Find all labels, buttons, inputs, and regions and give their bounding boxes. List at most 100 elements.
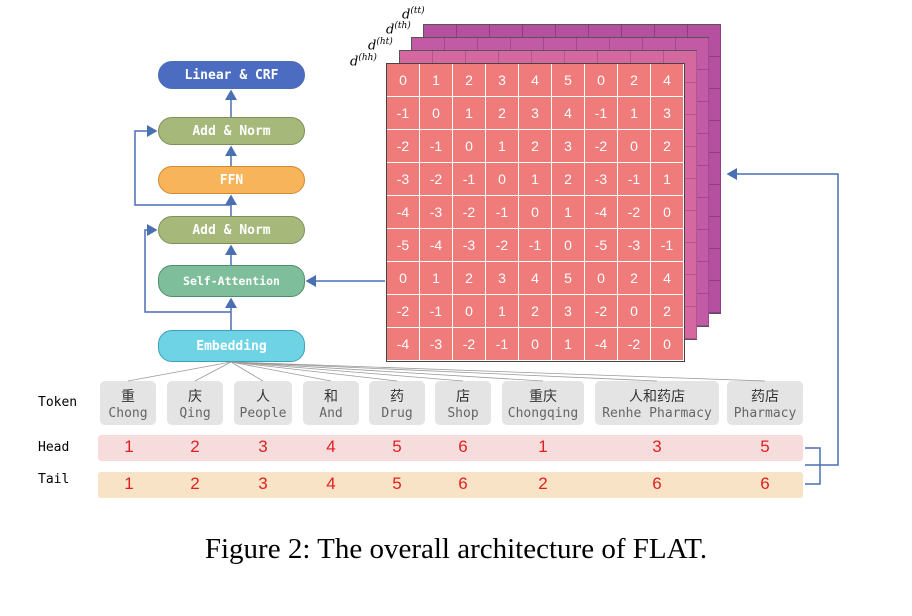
matrix-cell: -2 — [618, 328, 651, 361]
matrix-cell: 0 — [651, 196, 684, 229]
matrix-cell: 3 — [486, 64, 519, 97]
head-value: 1 — [538, 437, 548, 456]
matrix-cell: 3 — [552, 295, 585, 328]
matrix-cell: -5 — [387, 229, 420, 262]
matrix-cell: 1 — [552, 328, 585, 361]
head-bar — [98, 435, 803, 461]
matrix-cell: 3 — [651, 97, 684, 130]
matrix-cell: -1 — [387, 97, 420, 130]
matrix-cell: 3 — [552, 130, 585, 163]
head-value: 6 — [458, 437, 468, 456]
label-d-tt: d(tt) — [402, 6, 425, 23]
matrix-cell: 4 — [651, 64, 684, 97]
matrix-cell: -2 — [453, 328, 486, 361]
add-norm-bottom-block: Add & Norm — [158, 216, 305, 244]
head-value: 5 — [760, 437, 770, 456]
matrix-cell: -1 — [486, 196, 519, 229]
matrix-cell: 1 — [420, 262, 453, 295]
matrix-cell: 2 — [651, 295, 684, 328]
matrix-cell: -3 — [585, 163, 618, 196]
matrix-cell: 3 — [486, 262, 519, 295]
matrix-cell: 0 — [387, 64, 420, 97]
tail-value: 6 — [458, 474, 468, 493]
label-d-hh: d(hh) — [350, 53, 377, 70]
matrix-cell: 4 — [552, 97, 585, 130]
matrix-cell: -2 — [453, 196, 486, 229]
embedding-block: Embedding — [158, 330, 305, 362]
matrix-cell: -4 — [585, 328, 618, 361]
matrix-cell: 5 — [552, 262, 585, 295]
matrix-cell: 5 — [552, 64, 585, 97]
matrix-cell: -1 — [420, 295, 453, 328]
matrix-cell: 2 — [453, 262, 486, 295]
ffn-block: FFN — [158, 166, 305, 194]
tail-value: 6 — [760, 474, 770, 493]
head-value: 3 — [652, 437, 662, 456]
matrix-cell: -2 — [420, 163, 453, 196]
matrix-cell: -1 — [486, 328, 519, 361]
matrix-cell: -1 — [651, 229, 684, 262]
label-d-th: d(th) — [386, 21, 411, 38]
linear-crf-block: Linear & CRF — [158, 61, 305, 89]
matrix-cell: 1 — [618, 97, 651, 130]
tail-value: 6 — [652, 474, 662, 493]
matrix-cell: -5 — [585, 229, 618, 262]
residual-arrow-bottom — [144, 224, 231, 313]
add-norm-top-block: Add & Norm — [158, 117, 305, 145]
matrix-cell: 2 — [519, 130, 552, 163]
matrix-cell: -3 — [387, 163, 420, 196]
matrix-cell: -3 — [453, 229, 486, 262]
tail-value: 5 — [392, 474, 402, 493]
head-value: 2 — [190, 437, 200, 456]
matrix-cell: 0 — [585, 64, 618, 97]
matrix-cell: 2 — [618, 262, 651, 295]
residual-arrow-top — [134, 125, 231, 206]
matrix-cell: 0 — [519, 328, 552, 361]
matrix-cell: 4 — [651, 262, 684, 295]
tail-value: 3 — [258, 474, 268, 493]
matrix-cell: 1 — [519, 163, 552, 196]
bracket-head-tail — [805, 447, 821, 466]
matrix-cell: 0 — [453, 130, 486, 163]
matrix-cell: 0 — [618, 295, 651, 328]
label-d-ht: d(ht) — [368, 37, 393, 54]
matrix-cell: 0 — [453, 295, 486, 328]
matrix-cell: -2 — [585, 130, 618, 163]
matrix-cell: 0 — [552, 229, 585, 262]
matrix-cell: 2 — [453, 64, 486, 97]
tail-bar — [98, 472, 803, 498]
matrix-cell: -4 — [420, 229, 453, 262]
matrix-cell: 3 — [519, 97, 552, 130]
matrix-cell: 2 — [486, 97, 519, 130]
matrix-cell: 0 — [486, 163, 519, 196]
tail-value: 1 — [124, 474, 134, 493]
row-label-token: Token — [38, 395, 78, 410]
matrix-cell: -3 — [420, 328, 453, 361]
matrix-cell: -2 — [585, 295, 618, 328]
matrix-cell: -4 — [387, 328, 420, 361]
head-value: 4 — [326, 437, 336, 456]
row-label-head: Head — [38, 440, 70, 455]
matrix-cell: 1 — [552, 196, 585, 229]
matrix-cell: -1 — [453, 163, 486, 196]
matrix-cell: 2 — [552, 163, 585, 196]
head-value: 5 — [392, 437, 402, 456]
matrix-cell: 1 — [420, 64, 453, 97]
head-value: 3 — [258, 437, 268, 456]
matrix-cell: -3 — [618, 229, 651, 262]
self-attention-block: Self-Attention — [158, 265, 305, 297]
matrix-cell: -3 — [420, 196, 453, 229]
matrix-cell: 1 — [651, 163, 684, 196]
matrix-cell: 0 — [387, 262, 420, 295]
matrix-cell: 4 — [519, 262, 552, 295]
matrix-cell: -1 — [420, 130, 453, 163]
matrix-cell: -4 — [387, 196, 420, 229]
tail-value: 2 — [538, 474, 548, 493]
